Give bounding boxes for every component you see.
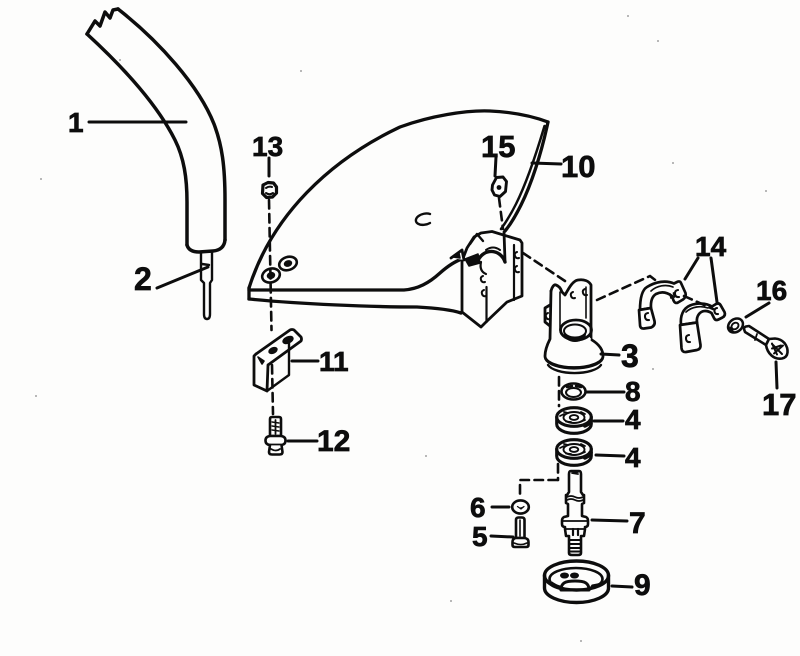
svg-text:13: 13 bbox=[252, 131, 283, 162]
svg-text:4: 4 bbox=[625, 404, 641, 435]
svg-text:3: 3 bbox=[621, 338, 639, 374]
svg-text:12: 12 bbox=[317, 425, 350, 458]
svg-text:5: 5 bbox=[472, 521, 488, 552]
svg-text:17: 17 bbox=[762, 387, 796, 422]
svg-text:10: 10 bbox=[561, 149, 595, 184]
svg-text:6: 6 bbox=[470, 492, 486, 523]
svg-text:15: 15 bbox=[481, 129, 515, 164]
svg-text:9: 9 bbox=[634, 569, 651, 602]
svg-text:4: 4 bbox=[625, 442, 641, 473]
svg-text:2: 2 bbox=[134, 261, 152, 297]
svg-text:14: 14 bbox=[695, 231, 727, 262]
svg-text:8: 8 bbox=[625, 376, 641, 407]
svg-text:7: 7 bbox=[629, 507, 646, 540]
svg-text:11: 11 bbox=[319, 346, 349, 377]
svg-text:16: 16 bbox=[756, 275, 787, 306]
svg-text:1: 1 bbox=[68, 107, 84, 138]
